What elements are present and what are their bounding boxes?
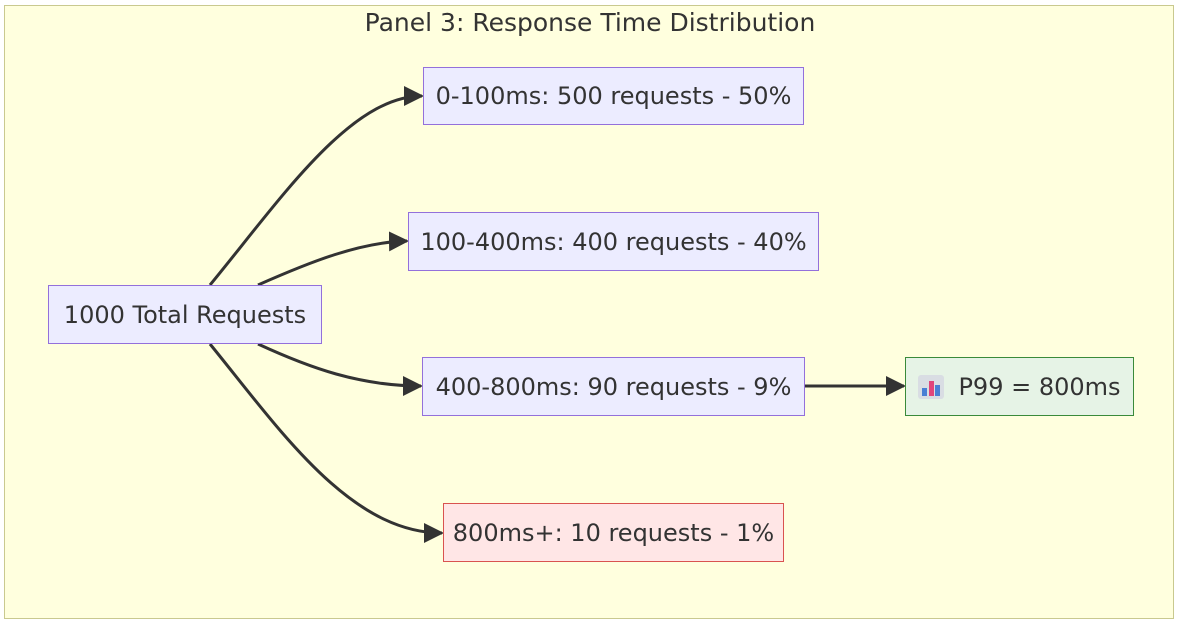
edge-total-to-800-plus <box>208 343 444 543</box>
node-bucket-0-100ms-label: 0-100ms: 500 requests - 50% <box>435 82 792 110</box>
node-bucket-100-400ms-label: 100-400ms: 400 requests - 40% <box>420 227 807 256</box>
node-p99: P99 = 800ms <box>905 357 1134 416</box>
edge-total-to-400-800 <box>257 342 423 396</box>
node-bucket-100-400ms: 100-400ms: 400 requests - 40% <box>408 212 819 271</box>
panel-title: Panel 3: Response Time Distribution <box>364 8 816 37</box>
node-bucket-800ms-plus: 800ms+: 10 requests - 1% <box>443 503 784 562</box>
node-bucket-400-800ms: 400-800ms: 90 requests - 9% <box>422 357 805 416</box>
bar-chart-icon <box>918 374 945 399</box>
node-total-requests: 1000 Total Requests <box>48 285 322 344</box>
node-bucket-0-100ms: 0-100ms: 500 requests - 50% <box>423 67 804 125</box>
node-p99-label: P99 = 800ms <box>958 372 1121 401</box>
node-total-requests-label: 1000 Total Requests <box>63 300 307 329</box>
edge-total-to-100-400 <box>257 231 409 287</box>
edge-total-to-0-100 <box>208 86 424 286</box>
node-bucket-800ms-plus-label: 800ms+: 10 requests - 1% <box>452 518 775 547</box>
node-bucket-400-800ms-label: 400-800ms: 90 requests - 9% <box>435 372 792 401</box>
